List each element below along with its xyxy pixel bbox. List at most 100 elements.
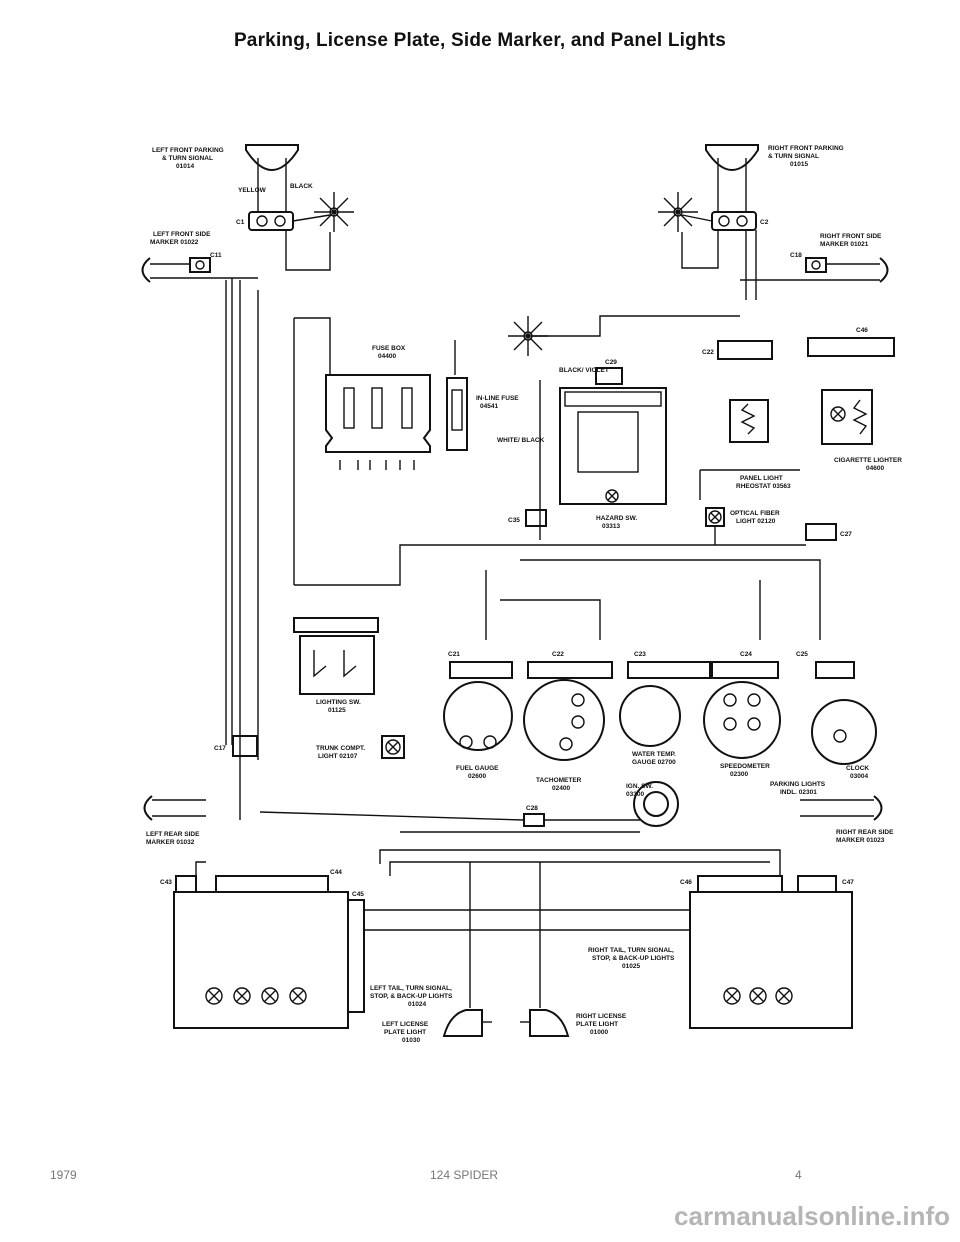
hazard-switch-label-1: HAZARD SW. (596, 515, 637, 522)
right-front-parking-lamp (705, 144, 759, 231)
panel-light-label-2: RHEOSTAT 03563 (736, 483, 791, 490)
water-temp-label-2: GAUGE 02700 (632, 759, 676, 766)
right-front-side-label-1: RIGHT FRONT SIDE (820, 233, 882, 240)
parking-lights-label-2: INDL. 02301 (780, 789, 817, 796)
trunk-compartment-light (381, 735, 405, 759)
right-rear-side-label-1: RIGHT REAR SIDE (836, 829, 894, 836)
c24-label: C24 (740, 651, 752, 658)
c28-label: C29 (605, 359, 617, 366)
c25-label: C25 (796, 651, 808, 658)
fuse-box-label-1: FUSE BOX (372, 345, 406, 352)
tachometer-label-1: TACHOMETER (536, 777, 582, 784)
cigarette-lighter-label-2: 04600 (866, 465, 884, 472)
optical-fiber-label-1: OPTICAL FIBER (730, 510, 780, 517)
left-front-parking-label-2: & TURN SIGNAL (162, 155, 213, 162)
c30-label: C22 (702, 349, 714, 356)
inline-fuse-label-1: IN-LINE FUSE (476, 395, 519, 402)
footer-model: 124 SPIDER (430, 1168, 499, 1182)
left-rear-light-cluster (173, 875, 365, 1029)
fuse-box-label-2: 04400 (378, 353, 396, 360)
c17-connector (232, 735, 258, 757)
parking-lights-label-1: PARKING LIGHTS (770, 781, 826, 788)
speedometer-label-2: 02300 (730, 771, 748, 778)
inline-fuse (446, 377, 468, 451)
c27-label: C28 (526, 805, 538, 812)
c22-label: C22 (552, 651, 564, 658)
left-license-label-2: PLATE LIGHT (384, 1029, 426, 1036)
right-rear-side-marker (800, 795, 883, 821)
water-temp-gauge (619, 661, 711, 747)
optical-fiber-label-2: LIGHT 02120 (736, 518, 776, 525)
c17-label: C17 (214, 745, 226, 752)
tachometer-label-2: 02400 (552, 785, 570, 792)
panel-light-label-1: PANEL LIGHT (740, 475, 783, 482)
right-tail-label-3: 01025 (622, 963, 640, 970)
left-rear-side-marker (143, 795, 206, 821)
right-license-label-2: PLATE LIGHT (576, 1021, 618, 1028)
c29-label: C35 (508, 517, 520, 524)
page-title: Parking, License Plate, Side Marker, and… (233, 30, 727, 51)
c47-label: C47 (842, 879, 854, 886)
right-license-plate-light (520, 1009, 570, 1037)
c43-label: C43 (160, 879, 172, 886)
hazard-switch-label-2: 03313 (602, 523, 620, 530)
ignition-switch (633, 781, 679, 827)
wire-black-violet-label: BLACK/ VIOLET (559, 367, 609, 374)
tachometer (523, 661, 613, 761)
left-license-label-1: LEFT LICENSE (382, 1021, 429, 1028)
c45-label: C45 (352, 891, 364, 898)
c18-label: C18 (790, 252, 802, 259)
left-license-plate-light (442, 1009, 492, 1037)
c26-connector (805, 523, 837, 541)
left-front-side-marker (141, 257, 258, 283)
footer-page-number: 4 (795, 1168, 802, 1182)
c46-label: C46 (680, 879, 692, 886)
right-rear-light-cluster (689, 875, 853, 1029)
left-license-label-3: 01030 (402, 1037, 420, 1044)
c30-connector (717, 340, 773, 360)
c23-label: C23 (634, 651, 646, 658)
right-license-label-3: 01000 (590, 1029, 608, 1036)
right-tail-label-2: STOP, & BACK-UP LIGHTS (592, 955, 675, 962)
right-front-parking-label-1: RIGHT FRONT PARKING (768, 145, 844, 152)
left-front-side-label-1: LEFT FRONT SIDE (153, 231, 211, 238)
lighting-switch (299, 635, 375, 695)
wire-black-label: BLACK (290, 183, 313, 190)
clock-label-1: CLOCK (846, 765, 869, 772)
cigarette-lighter-label-1: CIGARETTE LIGHTER (834, 457, 902, 464)
lighting-switch-label-1: LIGHTING SW. (316, 699, 361, 706)
right-rear-side-label-2: MARKER 01023 (836, 837, 885, 844)
left-rear-side-label-2: MARKER 01032 (146, 839, 195, 846)
right-front-parking-label-2: & TURN SIGNAL (768, 153, 819, 160)
left-front-parking-label-1: LEFT FRONT PARKING (152, 147, 224, 154)
left-tail-label-3: 01024 (408, 1001, 426, 1008)
right-tail-label-1: RIGHT TAIL, TURN SIGNAL, (588, 947, 674, 954)
optical-fiber-light (705, 507, 725, 527)
cigarette-lighter (821, 389, 873, 445)
speedometer (703, 661, 781, 759)
watermark: carmanualsonline.info (674, 1201, 950, 1231)
footer-year: 1979 (50, 1168, 77, 1182)
clock (811, 661, 877, 765)
c35-connector (807, 337, 895, 357)
left-front-bulb-icon (314, 192, 354, 232)
wire-white-black-label: WHITE/ BLACK (497, 437, 545, 444)
c28-connector (595, 367, 623, 385)
speedometer-label-1: SPEEDOMETER (720, 763, 770, 770)
right-front-bulb-icon (658, 192, 698, 232)
c2-label: C2 (760, 219, 769, 226)
trunk-light-label-1: TRUNK COMPT. (316, 745, 365, 752)
c27-connector (523, 813, 545, 827)
left-front-side-label-2: MARKER 01022 (150, 239, 199, 246)
fuse-box (325, 374, 431, 470)
panel-light-rheostat (729, 399, 769, 443)
water-temp-label-1: WATER TEMP. (632, 751, 676, 758)
c21-label: C21 (448, 651, 460, 658)
c44-label: C44 (330, 869, 342, 876)
inline-fuse-label-2: 04541 (480, 403, 498, 410)
left-tail-label-1: LEFT TAIL, TURN SIGNAL, (370, 985, 452, 992)
right-front-parking-label-3: 01015 (790, 161, 808, 168)
right-front-side-label-2: MARKER 01021 (820, 241, 869, 248)
left-front-parking-label-3: 01014 (176, 163, 194, 170)
